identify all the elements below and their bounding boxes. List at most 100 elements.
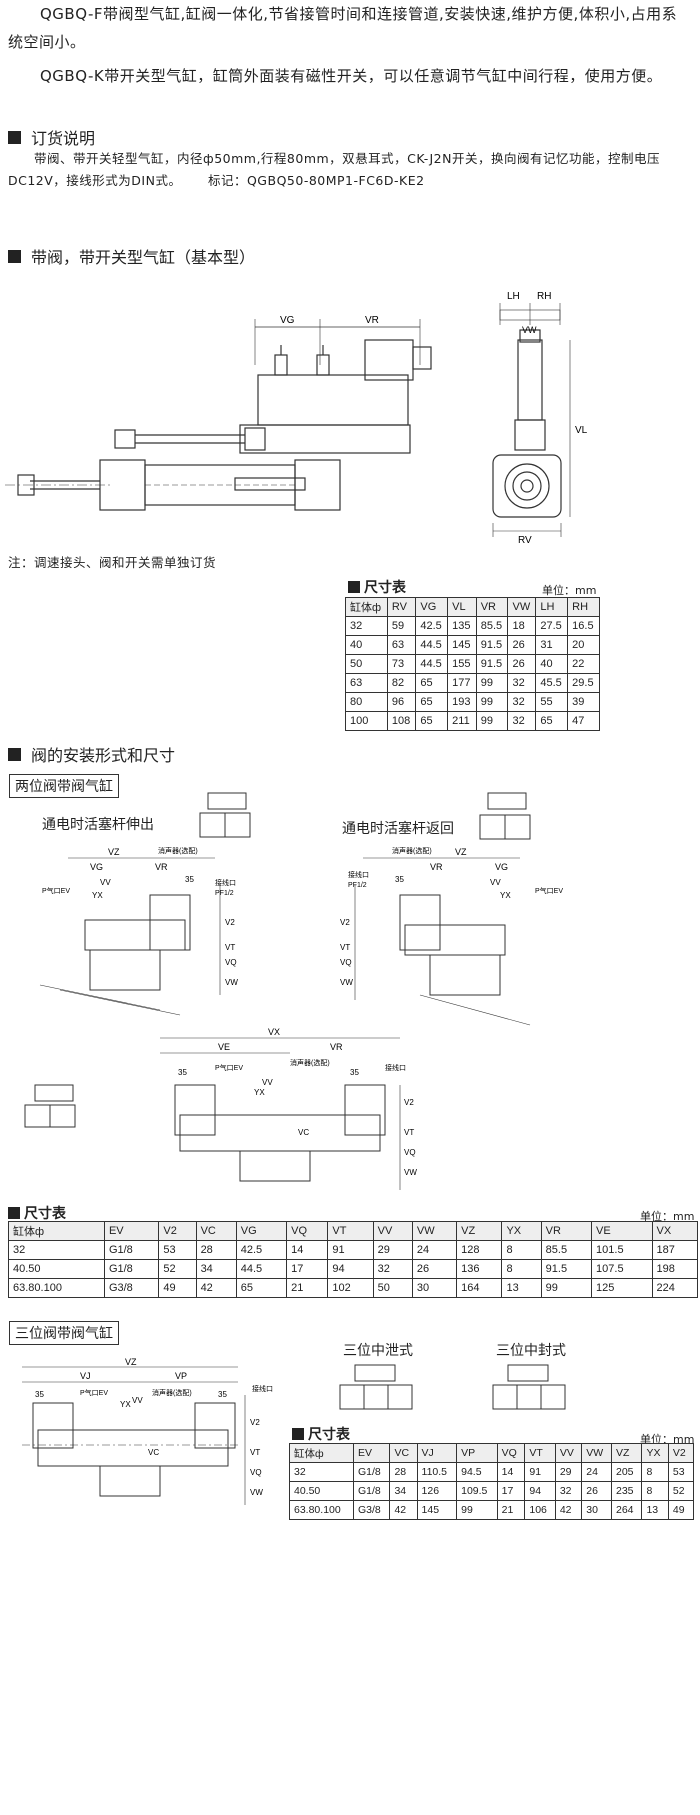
dim-label-vw-mid: VW <box>404 1168 417 1177</box>
table-cell: 44.5 <box>415 654 449 674</box>
dim-label-vw: VW <box>522 325 537 335</box>
table-cell: 32 <box>554 1481 583 1501</box>
port-label-left: 接线口 <box>215 878 236 887</box>
table-header-cell: YX <box>641 1443 669 1463</box>
table-cell: 211 <box>447 711 477 731</box>
table-header-cell: VT <box>327 1221 374 1241</box>
table-header-cell: 缸体ф <box>8 1221 105 1241</box>
table-cell: 109.5 <box>456 1481 498 1501</box>
table-cell: 40 <box>345 635 388 655</box>
table-cell: 65 <box>415 673 449 693</box>
table-cell: 125 <box>591 1278 653 1298</box>
dim-label-v2-three: V2 <box>250 1418 260 1427</box>
dim-label-35-three-right: 35 <box>218 1390 227 1399</box>
square-bullet-icon <box>292 1428 304 1440</box>
table-cell: 82 <box>386 673 417 693</box>
table-cell: 94.5 <box>456 1462 498 1482</box>
table-cell: 91.5 <box>475 635 509 655</box>
table-cell: 42 <box>195 1278 237 1298</box>
dim-label-vv-mid: VV <box>262 1078 273 1087</box>
table-header-cell: VQ <box>496 1443 526 1463</box>
table-cell: 30 <box>581 1500 612 1520</box>
table-cell: 32 <box>507 692 537 712</box>
table-cell: 8 <box>641 1462 669 1482</box>
table-cell: 40.50 <box>289 1481 354 1501</box>
table-cell: 34 <box>389 1481 418 1501</box>
dim-label-vl: VL <box>575 425 588 436</box>
table-header-cell: VV <box>372 1221 413 1241</box>
table-cell: 63 <box>345 673 388 693</box>
table-header-cell: 缸体ф <box>289 1443 354 1463</box>
dim-label-yx-left: YX <box>92 891 103 900</box>
table-header-cell: VV <box>554 1443 583 1463</box>
table-cell: 13 <box>641 1500 669 1520</box>
table-cell: 8 <box>501 1240 542 1260</box>
table-cell: 27.5 <box>535 616 569 636</box>
table-cell: 136 <box>456 1259 503 1279</box>
table-header-cell: VW <box>581 1443 612 1463</box>
dim-label-vr-left: VR <box>155 862 168 872</box>
table-cell: 24 <box>581 1462 612 1482</box>
three-position-label: 三位阀带阀气缸 <box>9 1321 119 1345</box>
dim-label-vp-three: VP <box>175 1371 187 1381</box>
basic-table-unit: 单位：mm <box>542 584 597 597</box>
table-cell: 14 <box>286 1240 329 1260</box>
table-cell: 24 <box>411 1240 458 1260</box>
table-cell: 42 <box>554 1500 583 1520</box>
table-cell: 63.80.100 <box>8 1278 105 1298</box>
table-cell: 28 <box>195 1240 237 1260</box>
dim-label-vq-mid: VQ <box>404 1148 416 1157</box>
table-cell: 31 <box>535 635 569 655</box>
table-header-cell: VG <box>415 597 449 617</box>
table-header-cell: VL <box>447 597 477 617</box>
table-cell: 42 <box>389 1500 418 1520</box>
table-cell: 50 <box>372 1278 413 1298</box>
sealed-caption: 三位中封式 <box>496 1343 566 1359</box>
table-cell: G1/8 <box>352 1481 391 1501</box>
order-description: 带阀、带开关轻型气缸，内径ф50mm,行程80mm，双悬耳式，CK-J2N开关，… <box>8 148 688 192</box>
table-cell: 40.50 <box>8 1259 105 1279</box>
table-cell: 32 <box>372 1259 413 1279</box>
dim-label-vw-left: VW <box>225 978 238 987</box>
pilot-label-right: P气口EV <box>535 886 563 895</box>
table-cell: 53 <box>158 1240 197 1260</box>
dim-label-yx-mid: YX <box>254 1088 265 1097</box>
two-pos-table-title-text: 尺寸表 <box>24 1206 66 1222</box>
table-header-cell: VW <box>411 1221 458 1241</box>
table-header-cell: VG <box>235 1221 288 1241</box>
table-cell: 52 <box>158 1259 197 1279</box>
basic-heading: 带阀，带开关型气缸（基本型） <box>8 244 255 268</box>
dim-label-vg: VG <box>280 315 295 326</box>
port-label-right: 接线口 <box>348 870 369 879</box>
table-cell: 65 <box>535 711 569 731</box>
table-cell: 198 <box>651 1259 699 1279</box>
basic-table-title: 尺寸表 <box>348 577 406 597</box>
table-cell: 65 <box>235 1278 288 1298</box>
dim-label-vw-three: VW <box>250 1488 263 1497</box>
muffler-label-three: 消声器(选配) <box>152 1388 192 1397</box>
table-cell: 16.5 <box>567 616 600 636</box>
table-cell: 32 <box>8 1240 105 1260</box>
intro-paragraph-f: QGBQ-F带阀型气缸,缸阀一体化,节省接管时间和连接管道,安装快速,维护方便,… <box>8 5 678 51</box>
table-cell: 26 <box>507 654 537 674</box>
dim-label-vr-mid: VR <box>330 1042 343 1052</box>
table-cell: 99 <box>475 673 509 693</box>
table-cell: 164 <box>456 1278 503 1298</box>
two-pos-table-unit: 单位：mm <box>640 1210 695 1223</box>
muffler-label-right: 消声器(选配) <box>392 846 432 855</box>
table-header-cell: V2 <box>667 1443 695 1463</box>
dim-label-v2-right: V2 <box>340 918 350 927</box>
table-cell: 73 <box>386 654 417 674</box>
table-cell: G1/8 <box>103 1259 160 1279</box>
dim-label-vw-right: VW <box>340 978 353 987</box>
valve-heading: 阀的安装形式和尺寸 <box>8 742 175 766</box>
dim-label-35-mid-right: 35 <box>350 1068 359 1077</box>
square-bullet-icon <box>8 1207 20 1219</box>
table-cell: 63.80.100 <box>289 1500 354 1520</box>
table-cell: 224 <box>651 1278 699 1298</box>
dim-label-vz-three: VZ <box>125 1357 137 1367</box>
table-cell: 65 <box>415 692 449 712</box>
order-text: 带阀、带开关轻型气缸，内径ф50mm,行程80mm，双悬耳式，CK-J2N开关，… <box>8 151 660 188</box>
